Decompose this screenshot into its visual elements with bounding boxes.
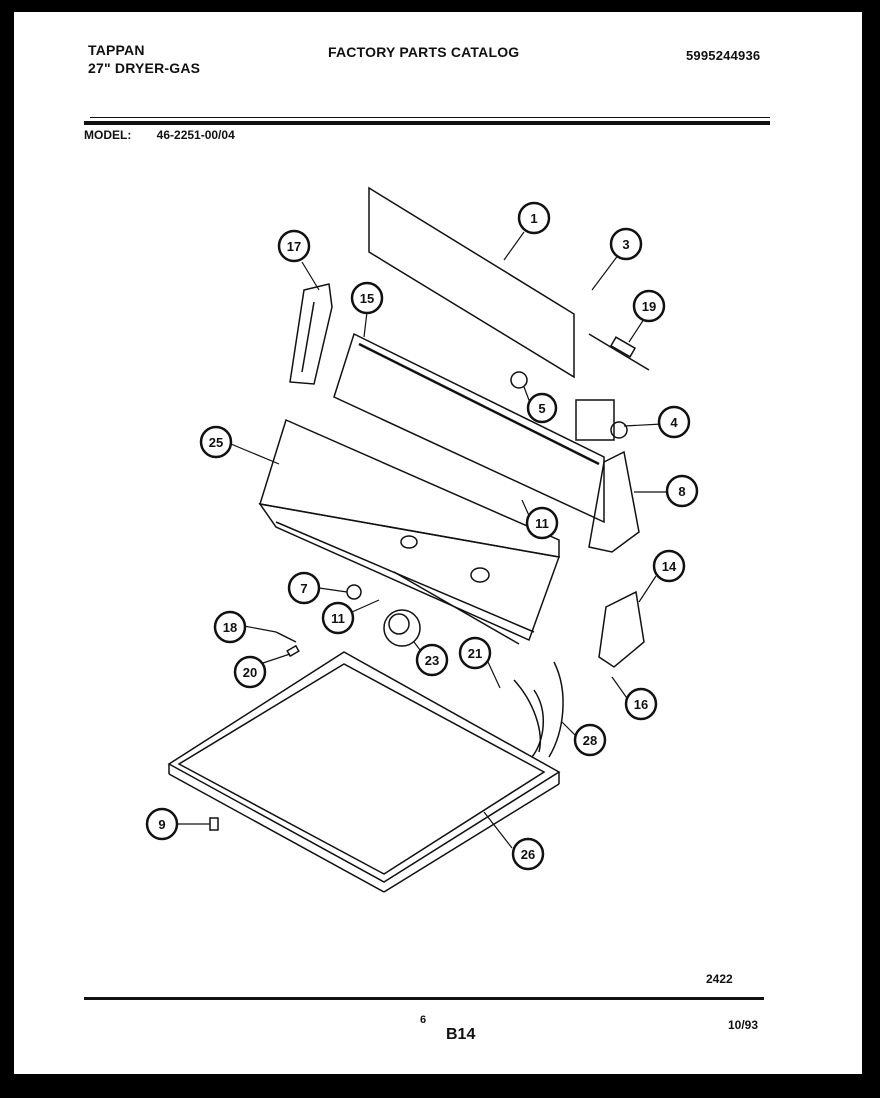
timer-body [575, 399, 615, 441]
page-number: B14 [446, 1026, 476, 1043]
svg-text:21: 21 [468, 646, 482, 661]
svg-text:28: 28 [583, 733, 597, 748]
callout-17: 17 [277, 229, 311, 263]
callout-23: 23 [415, 643, 449, 677]
header-rule [84, 121, 770, 125]
svg-text:5: 5 [538, 401, 545, 416]
svg-text:8: 8 [678, 484, 685, 499]
callout-8: 8 [665, 474, 699, 508]
catalog-title: FACTORY PARTS CATALOG [328, 44, 520, 60]
brand-name: TAPPAN [88, 42, 145, 58]
callout-9: 9 [145, 807, 179, 841]
svg-text:15: 15 [360, 291, 374, 306]
footer-rule [84, 997, 764, 1000]
callout-11-lower: 11 [321, 601, 355, 635]
cabinet-top-outer [167, 651, 561, 883]
svg-text:7: 7 [300, 581, 307, 596]
diagram-code: 2422 [706, 972, 733, 986]
callout-25: 25 [199, 425, 233, 459]
header-rule-thin [90, 117, 770, 118]
svg-text:26: 26 [521, 847, 535, 862]
small-knob [510, 371, 528, 389]
control-panel-back [333, 332, 605, 524]
catalog-page: TAPPAN 27" DRYER-GAS FACTORY PARTS CATAL… [14, 12, 862, 1074]
dial-knob [383, 609, 421, 647]
model-row: MODEL: 46-2251-00/04 [84, 128, 235, 142]
svg-text:11: 11 [331, 611, 345, 626]
callout-21: 21 [458, 636, 492, 670]
svg-text:23: 23 [425, 653, 439, 668]
exploded-parts-diagram: 1 3 17 15 19 5 4 25 8 11 7 11 14 18 20 2… [145, 186, 699, 893]
callout-18: 18 [213, 610, 247, 644]
svg-text:1: 1 [530, 211, 537, 226]
door-switch [598, 590, 645, 668]
part-callouts: 1 3 17 15 19 5 4 25 8 11 7 11 14 18 20 2… [145, 201, 699, 871]
callout-15: 15 [350, 281, 384, 315]
small-number: 6 [420, 1014, 427, 1026]
svg-text:25: 25 [209, 435, 223, 450]
callout-20: 20 [233, 655, 267, 689]
model-value: 46-2251-00/04 [156, 128, 235, 142]
callout-28: 28 [573, 723, 607, 757]
svg-text:3: 3 [622, 237, 629, 252]
svg-text:4: 4 [670, 415, 678, 430]
console-front [258, 502, 561, 642]
svg-text:9: 9 [158, 817, 165, 832]
svg-text:17: 17 [287, 239, 301, 254]
right-end-bracket [588, 450, 640, 553]
callout-4: 4 [657, 405, 691, 439]
svg-text:18: 18 [223, 620, 237, 635]
catalog-date: 10/93 [728, 1018, 759, 1032]
callout-3: 3 [609, 227, 643, 261]
callout-19: 19 [632, 289, 666, 323]
cabinet-top-inner [177, 663, 546, 875]
callout-5: 5 [526, 392, 558, 424]
left-end-bracket [289, 283, 333, 385]
svg-text:16: 16 [634, 697, 648, 712]
svg-text:14: 14 [662, 559, 677, 574]
callout-11-upper: 11 [525, 506, 559, 540]
callout-7: 7 [287, 571, 321, 605]
callout-26: 26 [511, 837, 545, 871]
svg-text:11: 11 [535, 516, 549, 531]
callout-14: 14 [652, 549, 686, 583]
callout-1: 1 [517, 201, 551, 235]
svg-text:20: 20 [243, 665, 257, 680]
callout-16: 16 [624, 687, 658, 721]
svg-text:19: 19 [642, 299, 656, 314]
catalog-number: 5995244936 [686, 48, 761, 63]
rear-panel [368, 186, 575, 379]
model-label: MODEL: [84, 128, 132, 142]
product-name: 27" DRYER-GAS [88, 60, 201, 76]
